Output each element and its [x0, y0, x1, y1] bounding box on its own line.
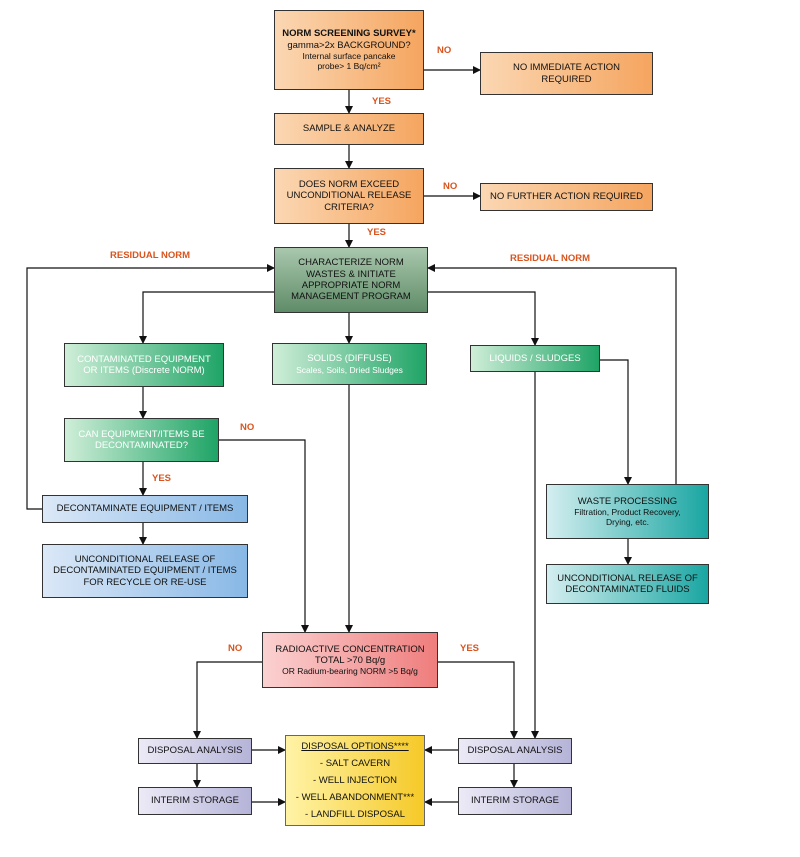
node-no-further-action: NO FURTHER ACTION REQUIRED — [480, 183, 653, 211]
node-text: RADIOACTIVE CONCENTRATION — [275, 643, 425, 655]
node-text: SOLIDS (DIFFUSE) — [307, 353, 392, 365]
node-text: DISPOSAL ANALYSIS — [147, 745, 243, 757]
node-text: APPROPRIATE NORM — [301, 280, 401, 291]
edge-residual-left — [26, 264, 275, 510]
node-disposal-analysis-left: DISPOSAL ANALYSIS — [138, 738, 252, 764]
node-text: DECONTAMINATE EQUIPMENT / ITEMS — [56, 503, 234, 515]
node-text: CRITERIA? — [324, 201, 374, 213]
node-decontaminate-equipment: DECONTAMINATE EQUIPMENT / ITEMS — [42, 495, 248, 523]
node-text: FOR RECYCLE OR RE-USE — [83, 576, 207, 588]
node-text: SAMPLE & ANALYZE — [302, 123, 396, 135]
label-yes-candecon: YES — [152, 473, 172, 484]
node-disposal-analysis-right: DISPOSAL ANALYSIS — [458, 738, 572, 764]
node-text: - LANDFILL DISPOSAL — [305, 808, 405, 820]
node-text: INTERIM STORAGE — [471, 795, 559, 807]
node-text: LIQUIDS / SLUDGES — [489, 352, 581, 364]
node-text: NORM SCREENING SURVEY* — [282, 28, 416, 40]
label-yes-exceed: YES — [367, 227, 387, 238]
node-norm-screening-survey: NORM SCREENING SURVEY* gamma>2x BACKGROU… — [274, 10, 424, 90]
node-exceed-criteria: DOES NORM EXCEED UNCONDITIONAL RELEASE C… — [274, 168, 424, 224]
node-waste-processing: WASTE PROCESSING Filtration, Product Rec… — [546, 484, 709, 539]
node-text: Internal surface pancake — [302, 51, 396, 62]
node-text: DECONTAMINATED EQUIPMENT / ITEMS — [53, 565, 237, 577]
node-text: gamma>2x BACKGROUND? — [287, 39, 411, 51]
label-no-candecon: NO — [240, 422, 255, 433]
node-text: DECONTAMINATED? — [94, 440, 189, 451]
label-no-radioactive: NO — [228, 643, 243, 654]
node-text: CHARACTERIZE NORM — [298, 257, 404, 269]
edge-residual-right — [427, 264, 677, 484]
node-sample-analyze: SAMPLE & ANALYZE — [274, 113, 424, 145]
node-text: DOES NORM EXCEED — [298, 178, 400, 190]
node-text: INTERIM STORAGE — [151, 795, 239, 807]
edge-char-liquids — [424, 291, 539, 346]
node-text: DECONTAMINATED FLUIDS — [565, 584, 690, 595]
node-disposal-options: DISPOSAL OPTIONS**** - SALT CAVERN - WEL… — [285, 735, 425, 826]
node-text: NO IMMEDIATE ACTION — [513, 62, 620, 74]
node-title: DISPOSAL OPTIONS**** — [301, 740, 409, 752]
node-no-immediate-action: NO IMMEDIATE ACTION REQUIRED — [480, 52, 653, 95]
node-text: UNCONDITIONAL RELEASE OF — [557, 572, 698, 584]
node-liquids-sludges: LIQUIDS / SLUDGES — [470, 345, 600, 372]
node-release-fluids: UNCONDITIONAL RELEASE OF DECONTAMINATED … — [546, 564, 709, 604]
node-contaminated-equipment: CONTAMINATED EQUIPMENT OR ITEMS (Discret… — [64, 343, 224, 387]
node-text: MANAGEMENT PROGRAM — [291, 291, 411, 303]
node-text: UNCONDITIONAL RELEASE — [286, 190, 412, 202]
node-text: Drying, etc. — [606, 517, 649, 528]
node-text: REQUIRED — [541, 73, 592, 85]
node-text: - WELL INJECTION — [312, 774, 398, 786]
edge-char-contaminated — [139, 291, 274, 344]
node-text: DISPOSAL ANALYSIS — [467, 745, 563, 757]
node-text: TOTAL >70 Bq/g — [314, 654, 386, 666]
node-text: WASTE PROCESSING — [577, 495, 678, 507]
label-residual-left: RESIDUAL NORM — [110, 250, 191, 261]
node-radioactive-concentration: RADIOACTIVE CONCENTRATION TOTAL >70 Bq/g… — [262, 632, 438, 688]
node-release-equipment: UNCONDITIONAL RELEASE OF DECONTAMINATED … — [42, 544, 248, 598]
node-text: CAN EQUIPMENT/ITEMS BE — [78, 428, 205, 440]
node-text: OR Radium-bearing NORM >5 Bq/g — [282, 666, 418, 677]
node-text: - SALT CAVERN — [319, 757, 391, 769]
edge-liquids-waste — [600, 359, 632, 485]
node-solids-diffuse: SOLIDS (DIFFUSE) Scales, Soils, Dried Sl… — [272, 343, 427, 385]
node-can-decontaminate: CAN EQUIPMENT/ITEMS BE DECONTAMINATED? — [64, 418, 219, 462]
node-text: NO FURTHER ACTION REQUIRED — [490, 191, 643, 203]
node-text: Scales, Soils, Dried Sludges — [296, 364, 403, 375]
node-text: - WELL ABANDONMENT*** — [295, 791, 415, 803]
node-interim-storage-left: INTERIM STORAGE — [138, 787, 252, 815]
node-text: UNCONDITIONAL RELEASE OF — [74, 553, 216, 565]
node-interim-storage-right: INTERIM STORAGE — [458, 787, 572, 815]
edge-candecon-no — [219, 439, 309, 633]
label-yes-radioactive: YES — [460, 643, 480, 654]
label-no-exceed: NO — [443, 181, 458, 192]
label-yes-survey: YES — [372, 96, 392, 107]
node-text: probe> 1 Bq/cm² — [317, 61, 381, 72]
node-text: WASTES & INITIATE — [306, 268, 396, 280]
node-text: Filtration, Product Recovery, — [574, 507, 681, 517]
edge-radio-yes — [438, 661, 518, 739]
node-text: CONTAMINATED EQUIPMENT — [77, 353, 211, 365]
node-characterize-norm: CHARACTERIZE NORM WASTES & INITIATE APPR… — [274, 247, 428, 313]
label-residual-right: RESIDUAL NORM — [510, 253, 591, 264]
node-text: OR ITEMS (Discrete NORM) — [83, 365, 205, 376]
edge-radio-no — [193, 661, 262, 739]
label-no-survey: NO — [437, 45, 452, 56]
